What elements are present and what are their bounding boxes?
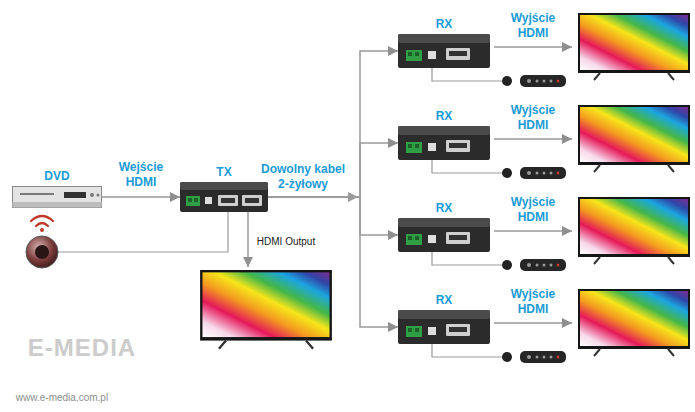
tv-screen <box>578 13 690 80</box>
device-name: RX <box>398 109 490 123</box>
watermark: E-MEDIA <box>28 334 136 362</box>
device-name: DVD <box>12 169 102 183</box>
port-label: HDMI Output <box>257 234 315 249</box>
hdmi-arrow <box>248 47 572 323</box>
ir-receiver <box>26 76 512 362</box>
transmitter-box: TX <box>180 182 268 212</box>
device-picture <box>398 310 490 344</box>
receiver-box: RX <box>398 126 490 160</box>
device-picture <box>398 34 490 68</box>
ir-cable <box>432 252 502 265</box>
watermark: E-MEDIA <box>28 334 136 362</box>
device-picture <box>398 310 490 344</box>
output-label: Wyjście HDMI <box>502 11 564 41</box>
output-label: Wyjście HDMI <box>502 287 564 317</box>
cable-label: Dowolny kabel 2-żyłowy <box>255 162 351 192</box>
device-name: RX <box>398 201 490 215</box>
output-label: Wyjście HDMI <box>502 195 564 225</box>
watermark-url: www.e-media.com.pl <box>16 390 108 405</box>
output-label: Wyjście HDMI <box>502 103 564 133</box>
cable-label: Wejście HDMI <box>110 160 172 190</box>
remote-control <box>520 259 566 271</box>
device-picture <box>180 182 268 212</box>
device-name: RX <box>398 293 490 307</box>
wireless-symbol <box>36 223 48 226</box>
hdmi-arrow <box>494 322 572 324</box>
hdmi-arrow <box>494 230 572 232</box>
ir-receiver <box>35 245 49 259</box>
ir-receiver <box>502 352 512 362</box>
hdmi-arrow <box>494 46 572 48</box>
tv-screen <box>578 105 690 172</box>
output-label: Wyjście HDMI <box>502 103 564 133</box>
ir-cable <box>432 160 502 173</box>
cable-label: Dowolny kabel 2-żyłowy <box>255 162 351 192</box>
device-name: TX <box>180 165 268 179</box>
tv-screen <box>578 197 690 264</box>
ir-cable <box>58 68 502 357</box>
tv-screen <box>200 13 690 356</box>
wireless-symbol <box>31 216 53 232</box>
ir-receiver <box>502 168 512 178</box>
remote-control <box>520 351 566 363</box>
tv-screen <box>578 289 690 356</box>
device-picture <box>398 126 490 160</box>
device-picture <box>398 34 490 68</box>
hdmi-arrow <box>247 212 249 267</box>
output-label: Wyjście HDMI <box>502 195 564 225</box>
ir-receiver <box>502 76 512 86</box>
cable-connector <box>102 196 180 198</box>
device-picture <box>12 186 102 208</box>
hdmi-arrow <box>494 138 572 140</box>
device-picture <box>398 218 490 252</box>
port-label: HDMI Output <box>257 234 315 249</box>
cable-label: Wejście HDMI <box>110 160 172 190</box>
ir-cable <box>58 212 228 252</box>
dvd-player: DVD <box>12 186 102 208</box>
receiver-box: RX <box>398 218 490 252</box>
ir-receiver <box>502 260 512 270</box>
device-picture <box>398 218 490 252</box>
device-picture <box>180 182 268 212</box>
ir-cable <box>432 68 502 81</box>
cable-connector <box>268 197 398 327</box>
watermark-url: www.e-media.com.pl <box>16 390 108 405</box>
wireless-symbol <box>31 216 53 221</box>
ir-cable <box>432 344 502 357</box>
tv-screen <box>200 270 332 349</box>
device-picture <box>13 187 102 208</box>
remote-control <box>520 75 566 87</box>
output-label: Wyjście HDMI <box>502 287 564 317</box>
ir-receiver <box>26 236 58 268</box>
cable-connector <box>268 197 398 235</box>
output-label: Wyjście HDMI <box>502 11 564 41</box>
remote-control <box>520 167 566 179</box>
device-name: RX <box>398 17 490 31</box>
receiver-box: RX <box>398 310 490 344</box>
device-picture <box>398 126 490 160</box>
receiver-box: RX <box>398 34 490 68</box>
wireless-symbol <box>40 228 44 232</box>
